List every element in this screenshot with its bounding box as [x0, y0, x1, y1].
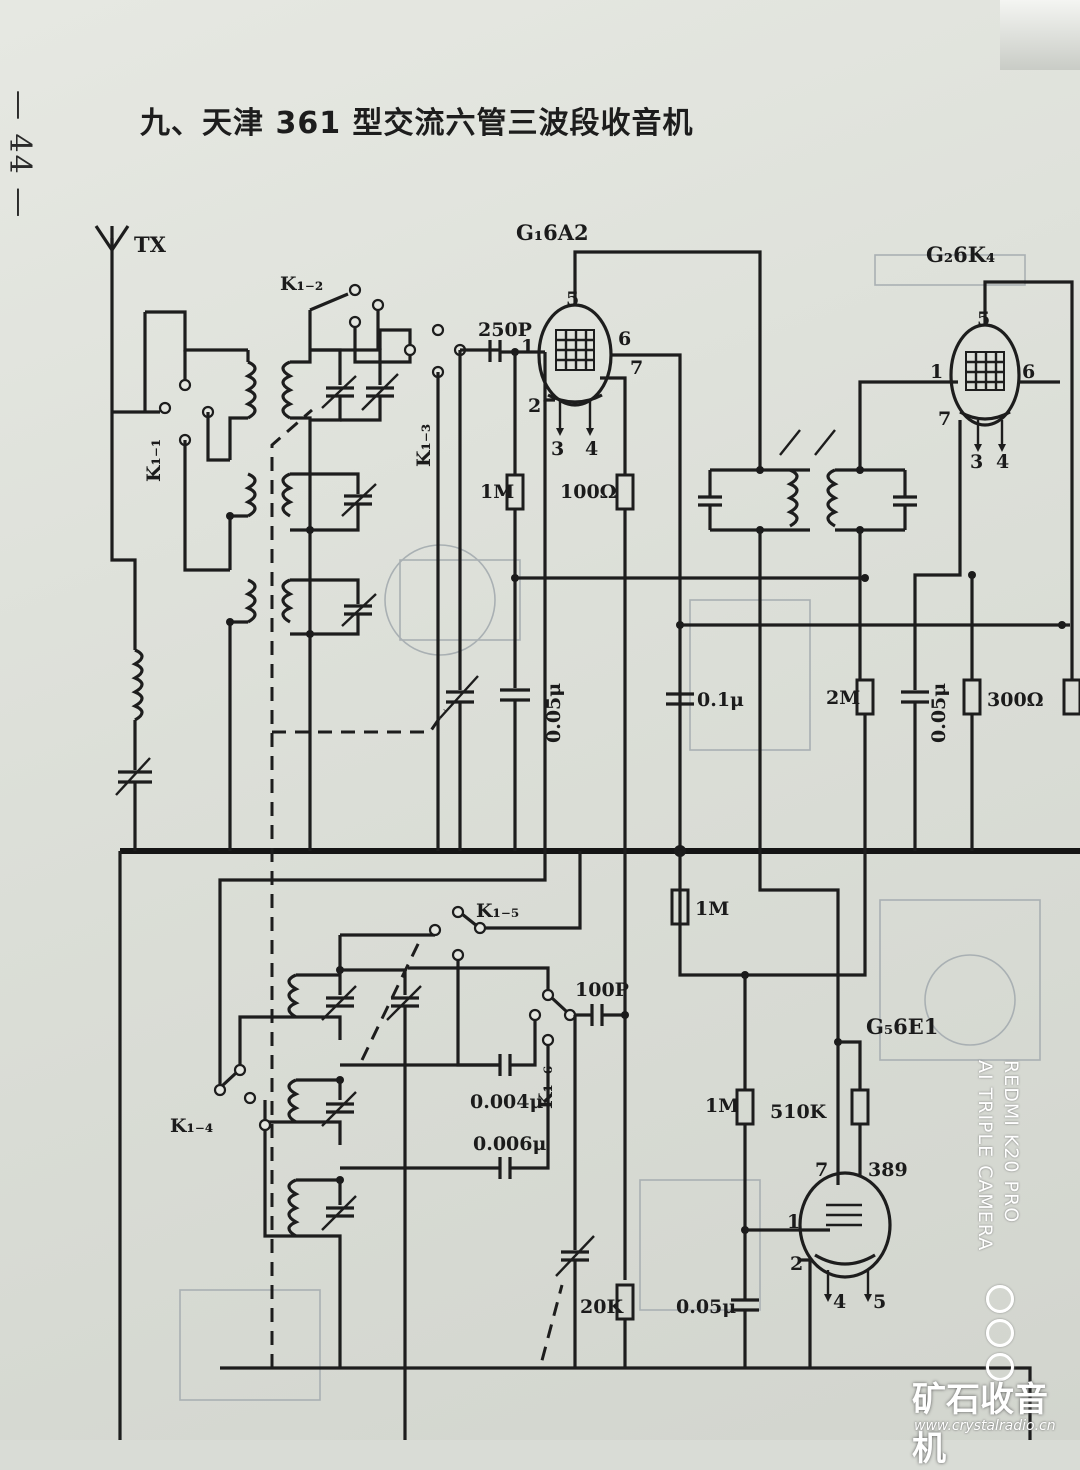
resistor-100ohm: [615, 473, 635, 1280]
tube-v2-pin-5: 5: [977, 308, 990, 330]
capacitor-0004-label: 0.004μ: [470, 1091, 543, 1113]
tube-v2-pin-4: 4: [996, 451, 1009, 473]
gang-link-upper-a: [272, 709, 447, 734]
book-page: [0, 0, 1080, 1440]
switch-k1-5-label: K₁₋₅: [476, 900, 519, 922]
switch-k1-2: [309, 283, 500, 851]
oscillator-coil-bank: [238, 933, 435, 1368]
antenna-label: TX: [134, 232, 167, 257]
camera-lens-icon: [986, 1285, 1016, 1387]
resistor-1m-mid-label: 1M: [695, 898, 729, 920]
capacitor-0006: [340, 1157, 512, 1179]
show-through-traces: [179, 254, 1041, 1401]
capacitor-005-a-label: 0.05μ: [543, 683, 565, 743]
lower-ground-return: [118, 851, 1032, 1440]
tube-v3-pin-5: 5: [873, 1291, 886, 1313]
tube-v2-pin-3: 3: [970, 451, 983, 473]
page-title: 九、天津 361 型交流六管三波段收音机: [140, 106, 694, 141]
tube-v1-pin-5: 5: [566, 288, 579, 310]
resistor-2m: [678, 678, 875, 977]
tube-v1-pin-3: 3: [551, 438, 564, 460]
camera-line-1: REDMI K20 PRO: [1000, 1060, 1022, 1224]
tube-v3-pin-1: 1: [787, 1211, 800, 1233]
capacitor-0004: [340, 1054, 512, 1076]
page-number: — 44 —: [2, 90, 37, 220]
grid-network-v1: [500, 352, 869, 851]
resistor-2m-label: 2M: [826, 687, 860, 709]
switch-k1-5: [428, 905, 500, 1067]
gang-link-lower: [272, 1284, 564, 1370]
capacitor-100p-label: 100P: [575, 979, 629, 1001]
capacitor-01-label: 0.1μ: [697, 689, 744, 711]
resistor-1m-low-label: 1M: [705, 1095, 739, 1117]
capacitor-005-b: [901, 625, 929, 851]
tube-v1-pin-1: 1: [521, 336, 534, 358]
camera-watermark: REDMI K20 PRO AI TRIPLE CAMERA: [972, 1060, 1024, 1251]
radio-schematic: TX K₁₋₁: [94, 220, 1080, 1440]
v1-grid-return-line: [218, 400, 547, 1085]
switch-k1-2-label: K₁₋₂: [280, 273, 323, 295]
input-coil-bank: [281, 310, 412, 851]
tube-v1-pin-6: 6: [618, 328, 631, 350]
tube-v3-bias-network: [731, 971, 870, 1368]
tuning-capacitor-upper: [439, 350, 479, 851]
tube-v1-pin-4: 4: [585, 438, 598, 460]
tube-v3-pin-389: 389: [868, 1159, 908, 1181]
resistor-20k-label: 20K: [580, 1296, 624, 1318]
capacitor-0006-label: 0.006μ: [473, 1133, 546, 1155]
switch-k1-3-label: K₁₋₃: [413, 424, 435, 467]
tube-v2-pin-7: 7: [938, 408, 951, 430]
capacitor-005-b-label: 0.05μ: [928, 683, 950, 743]
switch-k1-4: [213, 1063, 272, 1132]
if-transformer: [698, 380, 958, 1042]
page-edge: [1000, 0, 1080, 70]
resistor-20k: [615, 1283, 635, 1368]
site-watermark-url: www.crystalradio.cn: [914, 1418, 1056, 1434]
switch-k1-1-label: K₁₋₁: [143, 439, 165, 482]
antenna-symbol: [94, 225, 130, 412]
capacitor-100p: [590, 1004, 629, 1026]
antenna-input-network: [110, 310, 257, 851]
resistor-300ohm-label: 300Ω: [987, 689, 1044, 711]
capacitor-01: [666, 621, 1070, 857]
switch-k1-4-label: K₁₋₄: [170, 1115, 213, 1137]
tube-v3-6e1: [798, 1042, 892, 1368]
tube-v1-label: G₁6A2: [516, 220, 589, 245]
tube-v3-pin-4: 4: [833, 1291, 846, 1313]
gang-link-vertical: [270, 408, 313, 1368]
capacitor-250p-label: 250P: [478, 319, 532, 341]
tube-v3-pin-7: 7: [815, 1159, 828, 1181]
camera-line-2: AI TRIPLE CAMERA: [974, 1060, 996, 1252]
tube-v3-label: G₅6E1: [866, 1014, 938, 1039]
resistor-1m-grid-label: 1M: [480, 481, 514, 503]
resistor-510k-label: 510K: [770, 1101, 828, 1123]
tube-v3-pin-2: 2: [790, 1253, 803, 1275]
tube-v1-pin-2: 2: [528, 395, 541, 417]
tube-v2-6k4: [913, 280, 1080, 851]
tube-v1-pin-7: 7: [630, 357, 643, 379]
switch-k1-6-label: K₁₋₆: [535, 1066, 557, 1109]
resistor-1m-mid: [670, 888, 690, 926]
capacitor-005-c-label: 0.05μ: [676, 1296, 736, 1318]
resistor-100ohm-label: 100Ω: [560, 481, 617, 503]
tube-v2-pin-1: 1: [930, 361, 943, 383]
tube-v1-6a2: [537, 250, 762, 851]
tube-v2-pin-6: 6: [1022, 361, 1035, 383]
tube-v2-label: G₂6K₄: [926, 242, 995, 267]
tuning-capacitor-lower: [555, 1015, 595, 1368]
k1-5-feed-line: [480, 851, 582, 930]
gang-link-lower-b: [360, 939, 422, 1061]
